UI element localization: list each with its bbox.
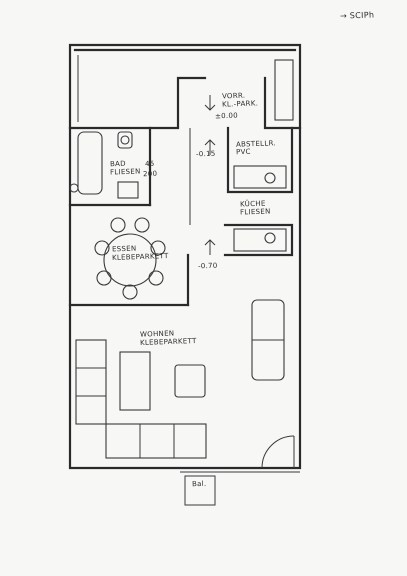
interior-walls — [68, 76, 302, 307]
living-furniture — [75, 299, 295, 469]
balcony — [180, 471, 300, 506]
kitchen-counters — [233, 165, 287, 252]
level-essen: -0.70 — [197, 261, 218, 271]
balcony-note: Bal. — [191, 479, 207, 489]
corner-note: → SCIPh — [339, 10, 375, 21]
level-markers — [204, 95, 216, 255]
level-vorraum: ±0.00 — [214, 111, 239, 121]
bad-dimension-1: 45 — [144, 159, 155, 169]
bad-dimension-2: 200 — [142, 169, 158, 179]
bath-fixtures — [69, 131, 139, 199]
room-label-abstell-2: PVC — [235, 147, 251, 157]
room-label-vorraum-2: KL.-PARK. — [221, 99, 259, 109]
room-label-bad-1: BAD — [109, 159, 127, 169]
dining-table — [94, 217, 166, 300]
upper-rooms — [77, 55, 294, 122]
level-bad: -0.15 — [195, 149, 216, 159]
room-label-bad-2: FLIESEN — [109, 167, 141, 177]
room-label-essen-1: ESSEN — [111, 244, 137, 254]
outer-walls — [68, 43, 302, 470]
room-label-kueche-2: FLIESEN — [239, 207, 271, 217]
